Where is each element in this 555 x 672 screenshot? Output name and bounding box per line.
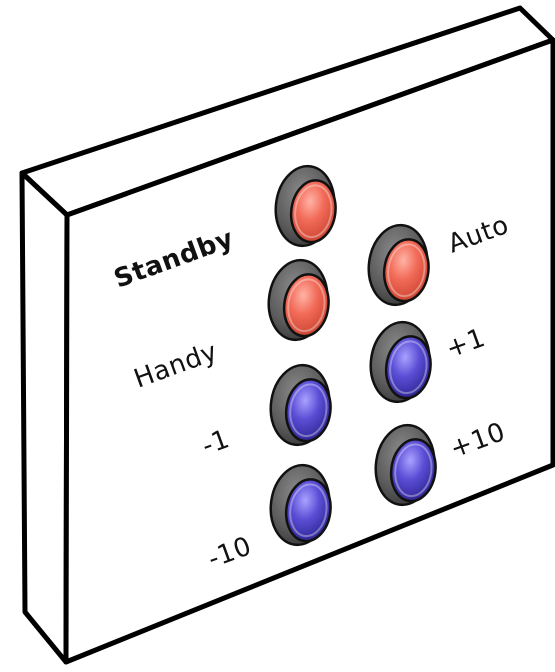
panel-side-face bbox=[22, 173, 67, 662]
